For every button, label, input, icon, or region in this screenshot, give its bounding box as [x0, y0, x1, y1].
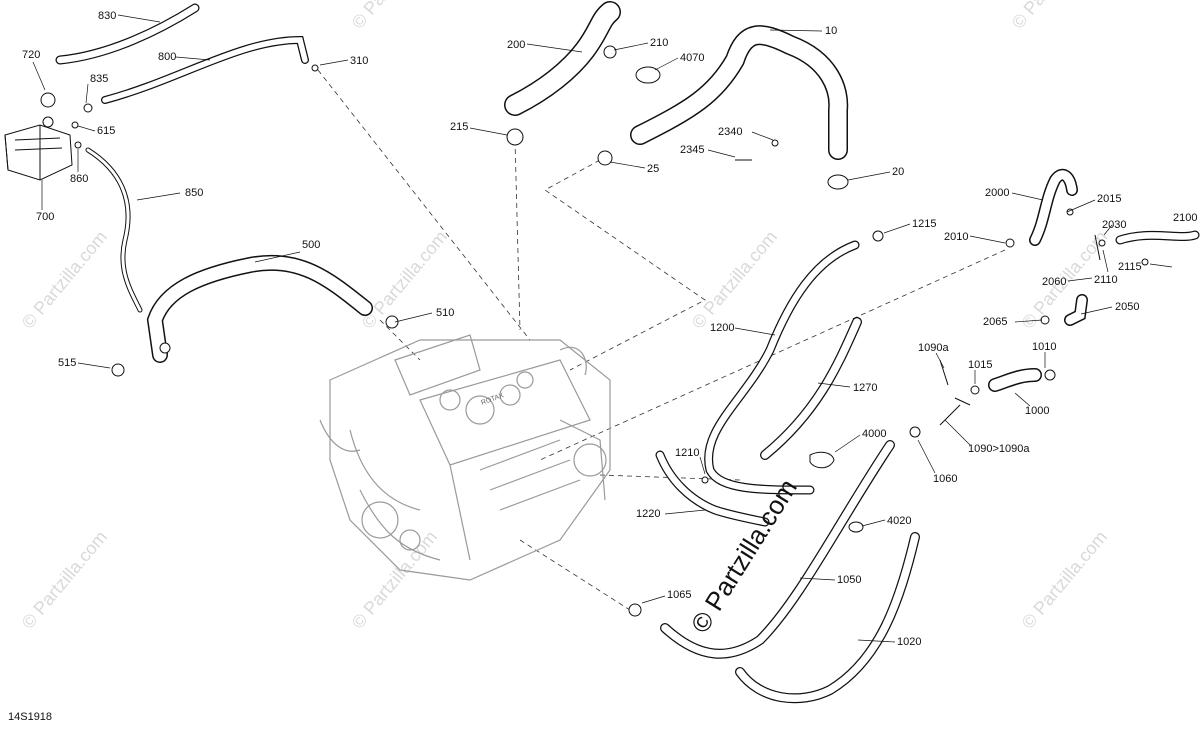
part-label: 10 [825, 25, 837, 37]
part-label: 1270 [853, 382, 877, 394]
part-label: 200 [507, 39, 525, 51]
part-label: 1220 [636, 508, 660, 520]
part-label: 4020 [887, 515, 911, 527]
part-label: 4000 [862, 428, 886, 440]
watermark: © Partzilla.com [688, 227, 781, 333]
part-label: 2030 [1102, 219, 1126, 231]
part-labels: 830 720 800 310 835 615 860 700 850 500 … [22, 10, 1197, 648]
part-label: 1065 [667, 589, 691, 601]
part-label: 500 [302, 239, 320, 251]
part-label: 2345 [680, 144, 704, 156]
part-label: 2015 [1097, 193, 1121, 205]
part-label: 1090a [918, 342, 949, 354]
part-label: 210 [650, 37, 668, 49]
part-label: 4070 [680, 52, 704, 64]
part-label: 20 [892, 166, 904, 178]
part-label: 510 [436, 307, 454, 319]
part-label: 1090>1090a [968, 443, 1030, 455]
part-label: 25 [647, 163, 659, 175]
part-label: 700 [36, 211, 54, 223]
part-label: 1060 [933, 473, 957, 485]
part-label: 800 [158, 51, 176, 63]
watermark-layer: © Partzilla.com © Partzilla.com © Partzi… [18, 0, 1111, 633]
part-label: 1215 [912, 218, 936, 230]
watermark: © Partzilla.com [18, 527, 111, 633]
part-label: 2100 [1173, 212, 1197, 224]
part-label: 1010 [1032, 341, 1056, 353]
watermark: © Partzilla.com [1018, 527, 1111, 633]
part-label: 860 [70, 173, 88, 185]
part-label: 1015 [968, 359, 992, 371]
part-label: 830 [98, 10, 116, 22]
part-label: 310 [350, 55, 368, 67]
part-label: 1200 [710, 322, 734, 334]
part-label: 2115 [1118, 261, 1142, 273]
part-label: 615 [97, 125, 115, 137]
part-label: 515 [58, 357, 76, 369]
watermark: © Partzilla.com [348, 527, 441, 633]
part-label: 720 [22, 49, 40, 61]
leader-lines [32, 14, 1173, 643]
part-label: 1210 [675, 447, 699, 459]
small-parts [4, 45, 1149, 617]
part-label: 2340 [718, 126, 742, 138]
part-label: 1050 [837, 574, 861, 586]
part-label: 2010 [944, 231, 968, 243]
diagram-code: 14S1918 [8, 711, 53, 723]
hoses [55, 1, 1200, 704]
part-label: 2110 [1094, 274, 1118, 286]
part-label: 2050 [1115, 301, 1139, 313]
watermark: © Partzilla.com [348, 0, 441, 33]
part-label: 1000 [1025, 405, 1049, 417]
part-label: 2065 [983, 316, 1007, 328]
watermark: © Partzilla.com [18, 227, 111, 333]
engine-block [319, 334, 611, 581]
part-label: 2060 [1042, 276, 1066, 288]
part-label: 2000 [985, 187, 1009, 199]
part-label: 850 [185, 187, 203, 199]
part-label: 1020 [897, 636, 921, 648]
part-label: 835 [90, 73, 108, 85]
part-label: 215 [450, 121, 468, 133]
watermark: © Partzilla.com [1008, 0, 1101, 33]
